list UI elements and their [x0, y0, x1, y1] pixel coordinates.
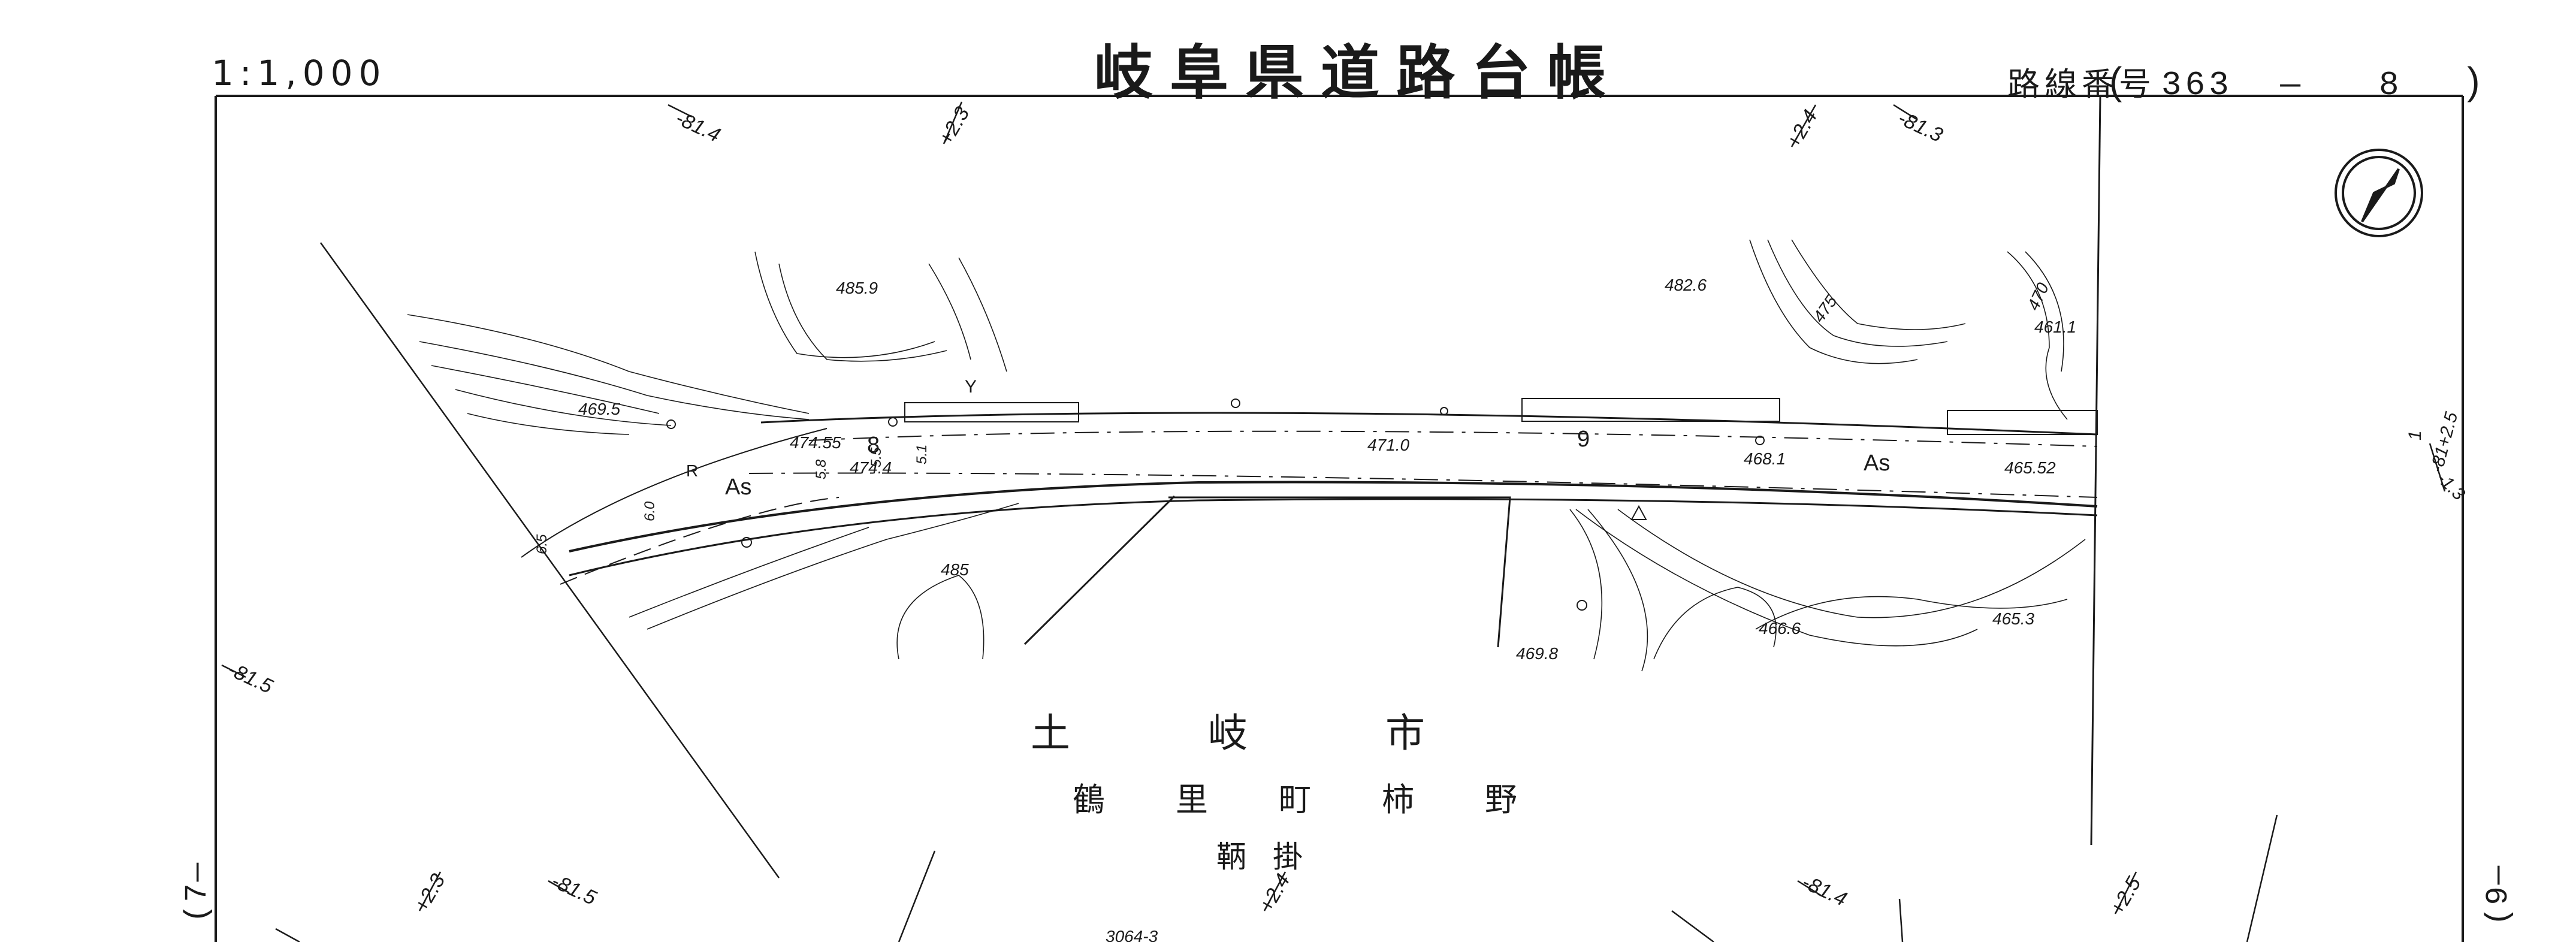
- grid-mark-8: +2.4: [1255, 870, 1294, 916]
- sheet-number: 3064-3: [1106, 927, 1158, 942]
- town-name: 鶴里町柿野: [1073, 781, 1588, 819]
- north-arrow-icon: [2335, 149, 2423, 237]
- grid-mark-9: -81.4: [1799, 871, 1850, 911]
- contour-lines-right: [1575, 239, 2086, 647]
- surface-as-right: As: [1864, 451, 1890, 476]
- station-8: 8: [867, 433, 880, 458]
- mark-y: Y: [965, 377, 977, 397]
- elev-485-9: 485.9: [836, 279, 878, 297]
- route-segment: 8: [2379, 66, 2399, 104]
- paren-open: (: [2109, 59, 2126, 102]
- route-segment-value: 8 ): [2379, 59, 2480, 104]
- elev-482-6: 482.6: [1665, 276, 1707, 294]
- city-name: 土岐市: [1031, 710, 1563, 756]
- map-scale: 1:1,000: [212, 53, 387, 93]
- grid-mark-7: +2.3: [410, 870, 450, 916]
- elev-469-5: 469.5: [578, 400, 620, 418]
- elev-465-3: 465.3: [1992, 609, 2034, 628]
- grid-tick-marks: [221, 101, 2446, 914]
- elev-474-55: 474.55: [790, 433, 841, 452]
- grid-mark-5: -81.5: [225, 658, 276, 698]
- aza-name: 鞆掛: [1216, 840, 1329, 874]
- road-labels: As As 8 9 R Y 3064-3: [686, 377, 1890, 942]
- map-frame: [215, 95, 2464, 942]
- left-sheet-ref: ( 7 —: [180, 862, 215, 923]
- elev-470: 470: [2024, 280, 2052, 313]
- elev-475: 475: [1810, 292, 1841, 325]
- route-number-label: 路線番号: [2007, 65, 2156, 103]
- paren-close: ): [2467, 59, 2480, 102]
- station-9: 9: [1577, 427, 1590, 452]
- elevation-labels: 485.9 469.5 474.55 471.0 474.4 485 482.6…: [578, 276, 2076, 663]
- width-6-5: 6.5: [534, 534, 550, 554]
- elev-468-1: 468.1: [1744, 449, 1786, 468]
- page-title: 岐阜県道路台帳: [1094, 38, 1623, 107]
- elev-469-8: 469.8: [1516, 644, 1558, 663]
- grid-mark-4: -81.3: [1895, 107, 1946, 147]
- grid-mark-6: -81.5: [548, 869, 600, 910]
- route-number: 363: [2161, 66, 2233, 104]
- grid-mark-2: +2.3: [934, 103, 974, 149]
- mark-r: R: [686, 461, 698, 480]
- contour-lines-left: [407, 251, 1777, 672]
- grid-mark-11: 1: [2405, 430, 2425, 440]
- width-5-5: 5.5: [868, 447, 884, 467]
- width-6-0: 6.0: [642, 501, 658, 521]
- elev-485: 485: [941, 560, 969, 579]
- surface-as-left: As: [725, 475, 751, 500]
- elev-466-6: 466.6: [1759, 619, 1801, 638]
- width-5-8: 5.8: [813, 459, 829, 479]
- grid-mark-3: +2.4: [1782, 106, 1822, 152]
- elev-465-52: 465.52: [2004, 458, 2056, 477]
- elev-471-0: 471.0: [1367, 436, 1409, 454]
- width-labels: 5.1 5.5 5.8 6.0 6.5: [534, 445, 930, 554]
- right-sheet-num: 9: [2481, 886, 2516, 905]
- boundary-lines: [275, 242, 2278, 942]
- left-sheet-num: 7: [180, 883, 215, 902]
- grid-mark-12: -81+2.5: [2427, 410, 2462, 475]
- map-symbols: [666, 398, 1765, 611]
- width-5-1: 5.1: [914, 445, 930, 464]
- route-number-value: ( 363 —: [2109, 59, 2304, 104]
- road-corridor: [521, 398, 2098, 648]
- route-dash: —: [2280, 66, 2304, 104]
- right-sheet-ref: ( 9 —: [2481, 865, 2516, 926]
- elev-474-4: 474.4: [850, 458, 892, 477]
- grid-mark-1: -81.4: [672, 107, 724, 147]
- elev-461-1: 461.1: [2034, 318, 2076, 336]
- grid-mark-10: +2.5: [2106, 873, 2146, 919]
